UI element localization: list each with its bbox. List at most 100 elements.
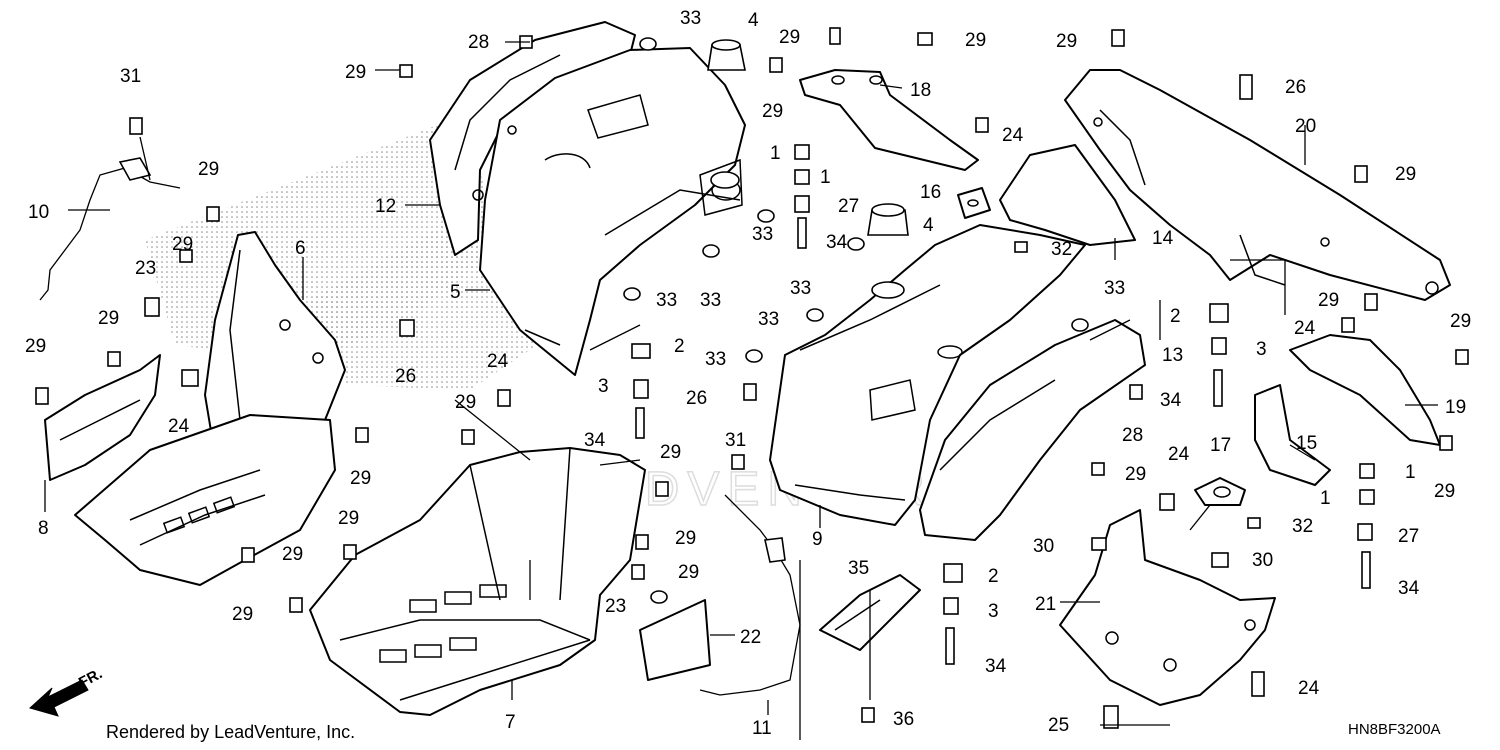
part-21-skid-plate	[1059, 509, 1276, 706]
callout-31: 31	[120, 66, 141, 87]
leader-lines	[44, 41, 1438, 740]
part-8-left-floor-step	[44, 354, 161, 481]
part-9-rear-inner-fender	[769, 224, 1086, 526]
callout-23: 23	[605, 596, 626, 617]
callout-31: 31	[725, 430, 746, 451]
callout-9: 9	[812, 529, 823, 550]
callout-29: 29	[1434, 481, 1455, 502]
callout-29: 29	[965, 30, 986, 51]
callout-27: 27	[1398, 526, 1419, 547]
part-15-small-cover	[1254, 384, 1331, 486]
callout-1: 1	[770, 143, 781, 164]
callout-3: 3	[988, 601, 999, 622]
callout-24: 24	[1168, 444, 1190, 465]
part-20-rear-fender	[1064, 69, 1451, 301]
part-18-bracket	[799, 69, 979, 171]
callout-36: 36	[893, 709, 914, 730]
callout-16: 16	[920, 182, 941, 203]
part-13-rear-fender-panel	[919, 319, 1146, 541]
callout-26: 26	[1285, 77, 1306, 98]
callout-22: 22	[740, 627, 761, 648]
callout-labels: 1 1 1 1 2 2 2 3 3 3 4 4 5 6 7 8 9 10 11 …	[25, 8, 1471, 739]
part-19-rear-bracket	[1289, 334, 1441, 446]
callout-23: 23	[135, 258, 156, 279]
callout-29: 29	[762, 101, 783, 122]
callout-7: 7	[505, 712, 516, 733]
callout-8: 8	[38, 518, 49, 539]
callout-29: 29	[282, 544, 303, 565]
part-4-mounts	[707, 39, 909, 299]
credit-text: Rendered by LeadVenture, Inc.	[106, 722, 355, 742]
callout-29: 29	[232, 604, 253, 625]
callout-29: 29	[660, 442, 681, 463]
callout-29: 29	[172, 234, 193, 255]
callout-1: 1	[820, 167, 831, 188]
callout-33: 33	[790, 278, 811, 299]
callout-1: 1	[1405, 462, 1416, 483]
callout-28: 28	[468, 32, 489, 53]
callout-24: 24	[1298, 678, 1320, 699]
callout-26: 26	[686, 388, 707, 409]
callout-2: 2	[674, 336, 685, 357]
callout-29: 29	[98, 308, 119, 329]
callout-24: 24	[1294, 318, 1316, 339]
front-direction-arrow: FR.	[28, 665, 105, 717]
callout-14: 14	[1152, 228, 1174, 249]
callout-29: 29	[678, 562, 699, 583]
callout-11: 11	[752, 718, 772, 739]
callout-34: 34	[826, 232, 848, 253]
callout-20: 20	[1295, 116, 1316, 137]
callout-34: 34	[1160, 390, 1182, 411]
callout-30: 30	[1033, 536, 1054, 557]
callout-33: 33	[705, 349, 726, 370]
fastener-glyphs	[35, 27, 1469, 729]
callout-29: 29	[1395, 164, 1416, 185]
callout-35: 35	[848, 558, 869, 579]
callout-12: 12	[375, 196, 396, 217]
callout-13: 13	[1162, 345, 1183, 366]
callout-27: 27	[838, 196, 859, 217]
callout-24: 24	[487, 351, 509, 372]
part-11-wire	[699, 494, 801, 696]
callout-18: 18	[910, 80, 931, 101]
callout-29: 29	[1450, 311, 1471, 332]
callout-3: 3	[598, 376, 609, 397]
callout-21: 21	[1035, 594, 1056, 615]
callout-29: 29	[1125, 464, 1146, 485]
part-17-plate	[1194, 477, 1246, 506]
callout-29: 29	[198, 159, 219, 180]
part-10-wire	[39, 157, 181, 301]
part-7-right-floorboard	[309, 447, 646, 716]
callout-5: 5	[450, 282, 461, 303]
callout-33: 33	[700, 290, 721, 311]
callout-33: 33	[752, 224, 773, 245]
callout-17: 17	[1210, 435, 1231, 456]
callout-19: 19	[1445, 397, 1466, 418]
callout-29: 29	[25, 336, 46, 357]
callout-10: 10	[28, 202, 49, 223]
callout-2: 2	[988, 566, 999, 587]
callout-29: 29	[338, 508, 359, 529]
callout-32: 32	[1292, 516, 1313, 537]
callout-3: 3	[1256, 339, 1267, 360]
callout-1: 1	[1320, 488, 1331, 509]
callout-29: 29	[1056, 31, 1077, 52]
part-5-front-inner-fender	[479, 47, 746, 376]
callout-4: 4	[923, 215, 934, 236]
diagram-code: HN8BF3200A	[1348, 721, 1441, 738]
callout-2: 2	[1170, 306, 1181, 327]
callout-33: 33	[758, 309, 779, 330]
callout-15: 15	[1296, 433, 1317, 454]
callout-33: 33	[680, 8, 701, 29]
callout-34: 34	[1398, 578, 1420, 599]
callout-29: 29	[350, 468, 371, 489]
callout-4: 4	[748, 10, 759, 31]
callout-29: 29	[455, 392, 476, 413]
washer-rings	[623, 37, 1089, 363]
callout-32: 32	[1051, 239, 1072, 260]
callout-24: 24	[1002, 125, 1024, 146]
callout-24: 24	[168, 416, 190, 437]
callout-28: 28	[1122, 425, 1143, 446]
callout-30: 30	[1252, 550, 1273, 571]
